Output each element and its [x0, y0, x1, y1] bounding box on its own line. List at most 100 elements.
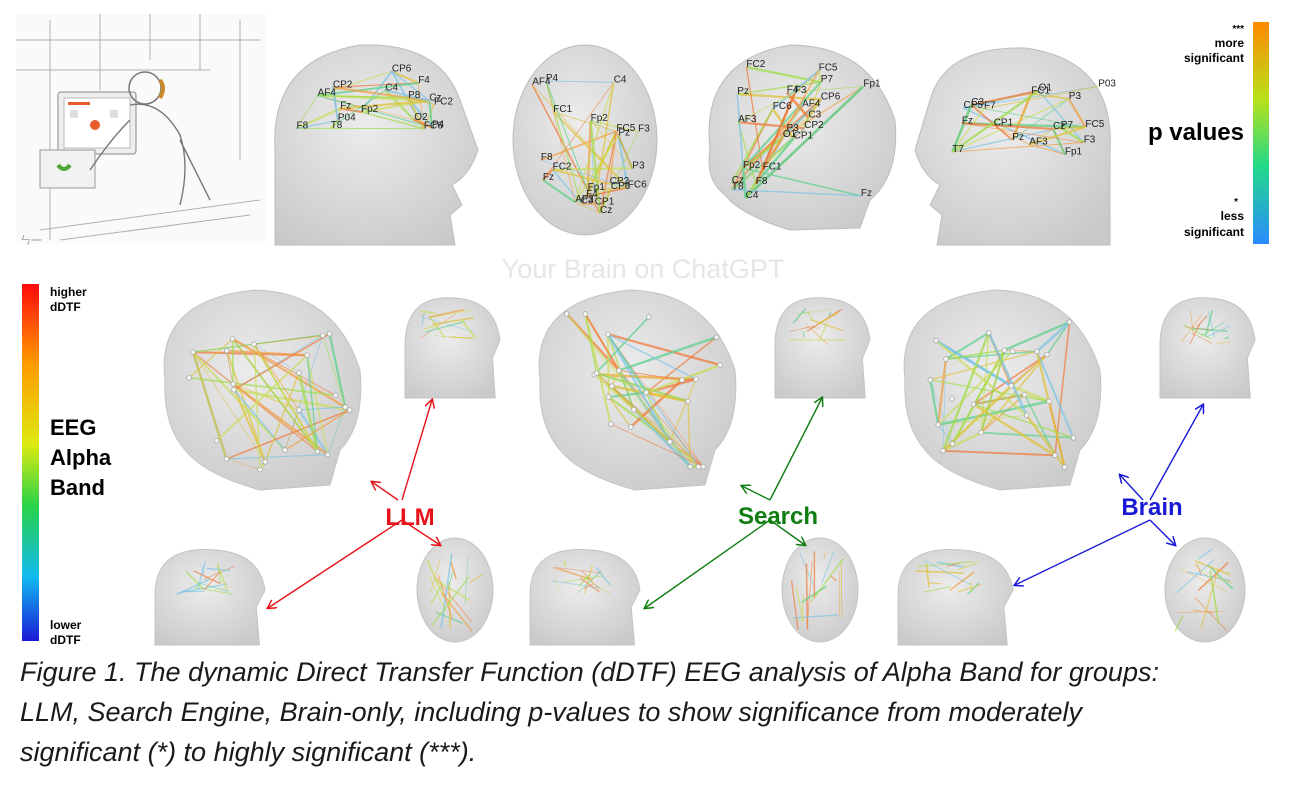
electrode-label: P3 — [787, 123, 800, 134]
connectivity-edge — [945, 350, 1037, 360]
connectivity-edge — [206, 567, 231, 572]
connectivity-edge — [421, 316, 476, 333]
connectivity-edge — [937, 358, 948, 425]
electrode-label: F4 — [586, 189, 598, 200]
connectivity-edge — [450, 561, 457, 580]
connectivity-edge — [608, 391, 647, 399]
connectivity-edge — [417, 82, 425, 129]
connectivity-edge — [580, 577, 600, 593]
connectivity-edge — [542, 168, 554, 181]
electrode-label: Cz — [600, 205, 612, 216]
electrode-label: F8 — [297, 120, 309, 131]
connectivity-edge — [817, 70, 822, 83]
connectivity-edge — [946, 562, 961, 567]
search-arrow-up — [769, 398, 822, 501]
connectivity-edge — [1046, 321, 1071, 355]
connectivity-edge — [830, 575, 837, 582]
connectivity-edge — [1200, 567, 1220, 629]
connectivity-edge — [432, 317, 474, 325]
caption-line-1: Figure 1. The dynamic Direct Transfer Fu… — [20, 657, 1159, 687]
brain-side-right-small — [1159, 297, 1256, 399]
connectivity-edge — [253, 343, 319, 452]
connectivity-edge — [563, 560, 566, 567]
search-arrow-down-left — [645, 519, 771, 608]
connectivity-edge — [951, 108, 985, 153]
connectivity-edge — [556, 567, 602, 574]
connectivity-edge — [590, 120, 619, 136]
electrode-label: P3 — [632, 160, 645, 171]
connectivity-edge — [1010, 384, 1050, 403]
electrode-labels-side-right: FC1CzCP1FzC3PzP3F3AF3FC5CP5P03Fp1F7T7P7O… — [952, 78, 1116, 157]
electrode-dot — [1046, 398, 1052, 405]
connectivity-edge — [987, 332, 1028, 416]
connectivity-edge — [583, 583, 594, 590]
llm-arrow-up-left — [372, 482, 399, 501]
connectivity-edge — [306, 355, 329, 455]
group-label-llm: LLM — [385, 504, 434, 531]
connectivity-edge — [580, 202, 595, 206]
connectivity-edge — [805, 563, 809, 631]
brain-arrow-up-left — [1120, 475, 1144, 501]
connectivity-edge — [563, 575, 603, 583]
electrode-dot — [186, 375, 192, 381]
connectivity-edge — [216, 354, 308, 442]
connectivity-edge — [949, 571, 975, 591]
electrode-label: FC6 — [628, 180, 647, 191]
connectivity-edge — [1206, 325, 1231, 338]
connectivity-edge — [420, 310, 437, 314]
connectivity-edge — [952, 142, 1084, 153]
electrode-dot — [1052, 452, 1058, 459]
group-label-brain: Brain — [1121, 494, 1182, 521]
connectivity-edge — [754, 137, 795, 185]
pvalue-title: p values — [1148, 119, 1244, 146]
connectivity-edge — [545, 80, 589, 191]
electrode-label: C4 — [746, 190, 759, 201]
connectivity-edge — [615, 130, 634, 169]
electrode-dot — [190, 349, 196, 355]
electrode-label: AF3 — [575, 194, 594, 205]
pvalue-top-label-2: significant — [1184, 51, 1244, 65]
connectivity-edge — [917, 560, 973, 568]
connectivity-edge — [1196, 563, 1202, 576]
connectivity-edge — [942, 431, 982, 452]
electrode-dot — [700, 463, 706, 470]
connectivity-edge — [1195, 560, 1231, 576]
connectivity-edge — [973, 393, 1025, 405]
electrode-label: FC1 — [553, 104, 572, 115]
connectivity-edge — [440, 553, 453, 629]
electrode-dot — [296, 407, 302, 413]
brain-arrow-down-left — [1015, 519, 1151, 585]
connectivity-edge — [742, 98, 822, 169]
electrode-dot — [646, 314, 652, 320]
electrode-label: CP6 — [611, 181, 631, 192]
electrode-label: C3 — [581, 195, 594, 206]
connectivity-edge — [790, 580, 799, 630]
electrode-label: Fp1 — [588, 182, 606, 193]
electrode-labels-iso: CP1PzP3CzC3FC1FC5F3P7CP2FC2FzAF3Fp1O1CP6… — [732, 59, 881, 201]
ddtf-top-label-2: dDTF — [50, 300, 81, 314]
search-side-right-small — [774, 297, 871, 399]
electrode-label: FC2 — [553, 162, 572, 173]
electrode-dot — [943, 356, 949, 362]
connectivity-edge — [1060, 126, 1085, 144]
electrode-label: O2 — [414, 112, 428, 123]
connectivity-edge — [923, 560, 971, 586]
connectivity-edge — [360, 111, 425, 130]
connectivity-edge — [574, 82, 615, 203]
connectivity-edge — [599, 131, 639, 214]
electrode-dot — [282, 447, 288, 453]
connectivity-edge — [360, 70, 393, 113]
connectivity-edge — [618, 336, 717, 372]
connectivity-edge — [957, 561, 980, 571]
brain-top-view: AF3Fp1Fp2AF4F3FzF4F8FC5FC1FC2FC6C3CzC4CP… — [512, 44, 658, 236]
connectivity-edge — [226, 409, 350, 460]
connectivity-edge — [1192, 327, 1229, 332]
electrode-dot — [230, 381, 236, 387]
group-label-search: Search — [738, 503, 818, 530]
connectivity-edge — [589, 120, 602, 214]
llm-side-left-small — [154, 549, 266, 646]
electrode-dot — [605, 331, 611, 337]
electrode-dot — [1001, 347, 1008, 353]
electrode-label: CP2 — [804, 120, 824, 131]
electrode-label: Fp1 — [1065, 146, 1083, 157]
